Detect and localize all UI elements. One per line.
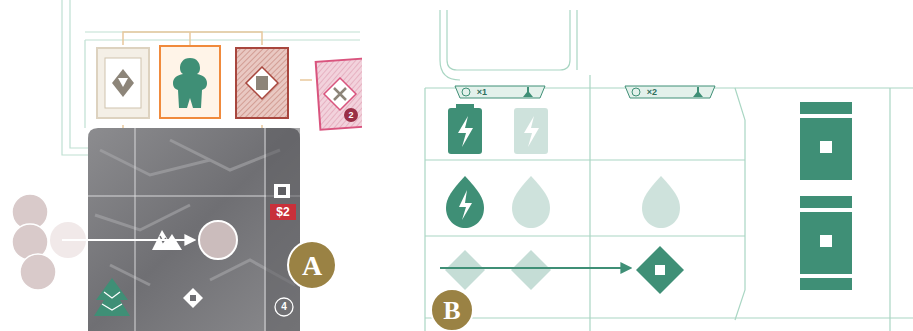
level-tabs	[455, 86, 715, 98]
point-value: 4	[281, 302, 287, 312]
card-row	[97, 46, 372, 130]
player-board-outline	[425, 10, 913, 331]
callout-letter: A	[302, 252, 322, 280]
mountain-tile	[88, 128, 300, 331]
card-count: 2	[348, 111, 353, 120]
level-multiplier: ×2	[647, 88, 657, 97]
resource-icons	[445, 102, 852, 294]
card-tree-lines	[123, 32, 312, 135]
worker-tokens	[12, 194, 86, 290]
move-arrow	[440, 267, 630, 269]
price-tag: $2	[276, 206, 289, 218]
move-arrow	[62, 239, 194, 241]
callout-badge	[431, 289, 473, 331]
callout-letter: B	[443, 298, 460, 324]
level-multiplier: ×1	[477, 88, 487, 97]
callout-badge	[288, 241, 336, 289]
